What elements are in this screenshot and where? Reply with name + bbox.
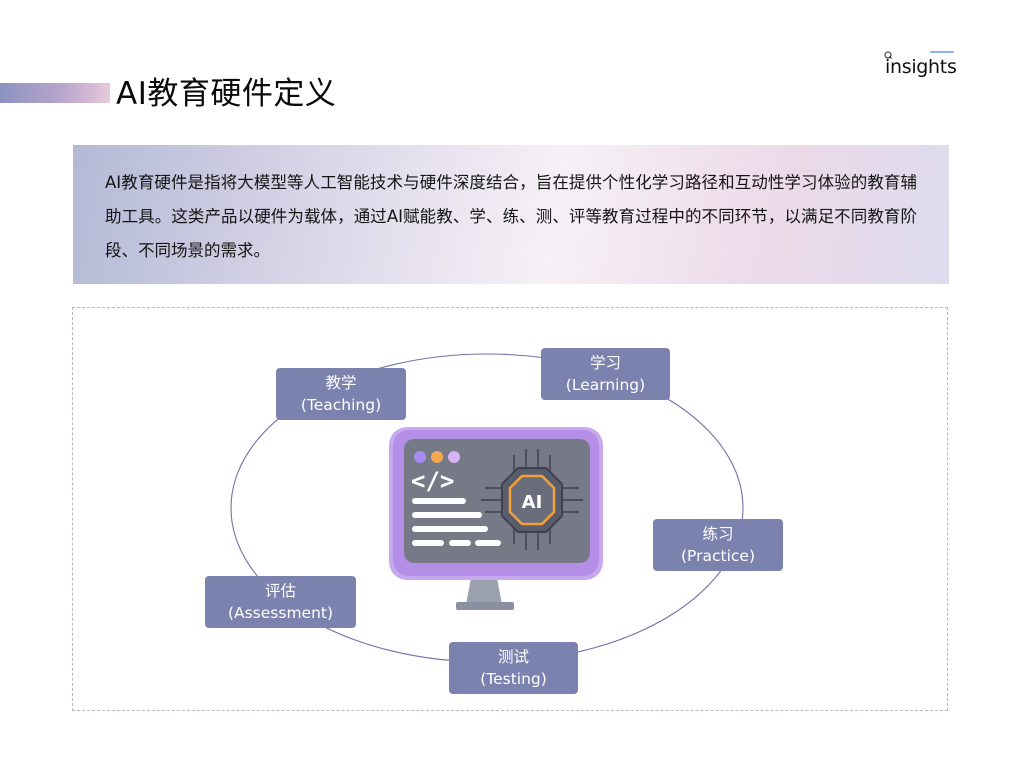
svg-text:</>: </> [411, 467, 454, 495]
stage-learning-en: (Learning) [565, 376, 646, 394]
page-title: AI教育硬件定义 [116, 76, 337, 112]
ai-chip-badge: AI [522, 492, 543, 513]
stage-practice: 练习 (Practice) [653, 519, 783, 571]
stage-assessment-en: (Assessment) [227, 604, 334, 622]
logo-text: insights [885, 56, 957, 78]
insights-logo: insights [884, 50, 960, 84]
stage-testing: 测试 (Testing) [449, 642, 578, 694]
title-accent-bar [0, 83, 110, 103]
cycle-diagram: </> [230, 353, 744, 663]
logo-subtext-icon [930, 51, 954, 53]
intro-text: AI教育硬件是指将大模型等人工智能技术与硬件深度结合，旨在提供个性化学习路径和互… [105, 173, 917, 260]
stage-testing-en: (Testing) [480, 670, 547, 688]
stage-teaching-zh: 教学 [325, 374, 357, 392]
stage-teaching-en: (Teaching) [300, 396, 382, 414]
stage-assessment-zh: 评估 [264, 582, 296, 600]
logo-mark-icon [884, 51, 892, 59]
ai-computer-monitor-icon: </> [389, 427, 603, 610]
intro-panel: AI教育硬件是指将大模型等人工智能技术与硬件深度结合，旨在提供个性化学习路径和互… [73, 145, 949, 284]
stage-practice-zh: 练习 [702, 525, 734, 543]
stage-practice-en: (Practice) [680, 547, 755, 565]
stage-learning-zh: 学习 [589, 354, 621, 372]
stage-teaching: 教学 (Teaching) [276, 368, 406, 420]
diagram-panel: </> [72, 307, 948, 711]
stage-testing-zh: 测试 [497, 648, 529, 666]
stage-assessment: 评估 (Assessment) [205, 576, 356, 628]
stage-learning: 学习 (Learning) [541, 348, 670, 400]
